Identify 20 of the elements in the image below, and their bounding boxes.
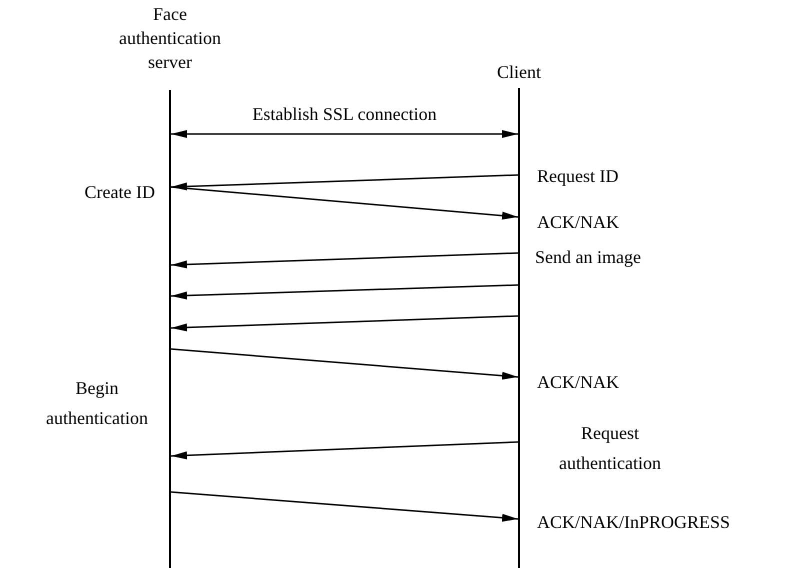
message-label: Send an image [535,246,642,269]
message-label: ACK/NAK [537,371,620,394]
participant-label: Face authentication server [118,3,222,74]
message-arrow [170,284,518,300]
message-label: Create ID [84,181,155,204]
message-label: ACK/NAK/InPROGRESS [537,511,732,534]
message-arrow [170,315,518,332]
message-arrow [170,348,518,380]
message-label: Begin authentication [45,377,149,430]
message-arrow [170,186,518,220]
edge-label: Establish SSL connection [251,103,438,126]
message-label: Request ID [537,165,620,188]
participant-label: Client [496,61,542,84]
message-label: ACK/NAK [537,211,620,234]
message-arrow [171,130,518,138]
message-arrow [170,441,518,460]
message-arrow [170,174,518,190]
message-label: Request authentication [558,422,662,475]
message-arrow [170,252,518,268]
message-arrow [170,491,518,522]
